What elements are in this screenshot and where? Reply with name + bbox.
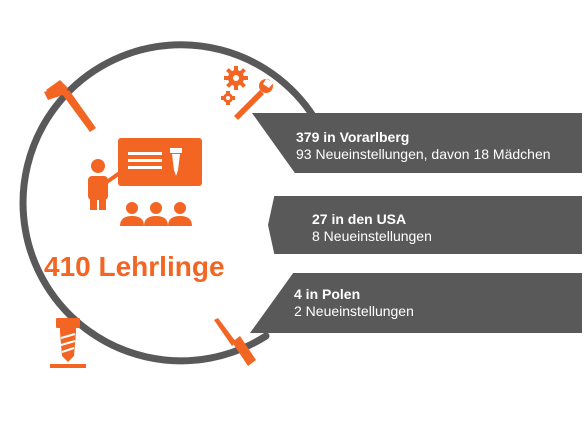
total-apprentices-headline: 410 Lehrlinge [44,251,225,282]
location-banner-usa: 27 in den USA 8 Neueinstellungen [268,196,582,254]
gear-wrench-icon [221,66,274,120]
drill-bit-icon [50,318,86,368]
screwdriver-icon [214,318,256,366]
hammer-icon [44,80,96,132]
location-detail: 93 Neueinstellungen, davon 18 Mädchen [296,146,551,162]
classroom-icon [88,138,202,226]
location-banner-vorarlberg: 379 in Vorarlberg 93 Neueinstellungen, d… [252,113,582,173]
location-detail: 2 Neueinstellungen [294,303,414,319]
location-title: 27 in den USA [312,211,407,227]
location-detail: 8 Neueinstellungen [312,228,432,244]
location-banner-poland: 4 in Polen 2 Neueinstellungen [250,273,582,333]
location-title: 4 in Polen [294,286,361,302]
location-title: 379 in Vorarlberg [296,129,410,145]
